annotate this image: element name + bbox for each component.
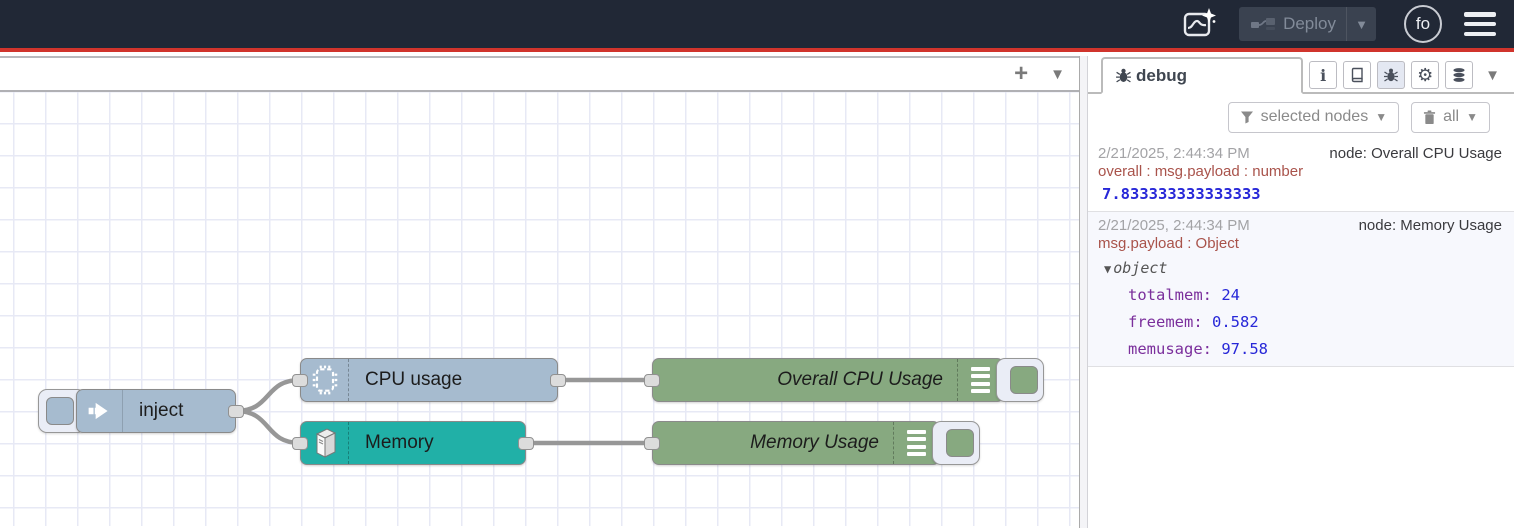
sidebar-config-button[interactable]: ⚙ — [1411, 61, 1440, 89]
menu-bar-icon — [1464, 31, 1496, 36]
flow-editor: + ▼ — [0, 56, 1080, 528]
main-menu-button[interactable] — [1464, 12, 1496, 36]
bug-icon — [1116, 68, 1131, 83]
flow-assistant-button[interactable] — [1179, 4, 1219, 44]
chevron-down-icon: ▼ — [1466, 110, 1478, 124]
message-property: msg.payload : Object — [1098, 235, 1239, 252]
wire-inject-cpu[interactable] — [235, 377, 301, 414]
entry-key: totalmem: — [1128, 286, 1212, 304]
sidebar-tabbar: debug i — [1088, 56, 1514, 94]
debug-message-list: 2/21/2025, 2:44:34 PM node: Overall CPU … — [1088, 140, 1514, 528]
flow-assistant-icon — [1183, 8, 1217, 37]
user-avatar[interactable]: fo — [1404, 5, 1442, 43]
menu-bar-icon — [1464, 21, 1496, 27]
sidebar-help-button[interactable] — [1343, 61, 1372, 89]
debug-toggle-square — [946, 429, 974, 457]
debug-clear-button[interactable]: all ▼ — [1411, 101, 1490, 133]
database-icon — [1453, 68, 1465, 82]
port-memory-input[interactable] — [292, 436, 308, 450]
inject-trigger-square — [46, 397, 74, 425]
flow-list-caret-icon[interactable]: ▼ — [1050, 65, 1065, 83]
port-debug-cpu-input[interactable] — [644, 373, 660, 387]
avatar-initials: fo — [1415, 14, 1431, 33]
flow-canvas[interactable]: inject CPU usage — [0, 92, 1079, 526]
chevron-down-icon: ▼ — [1375, 110, 1388, 124]
debug-toggle-button-cpu[interactable] — [996, 358, 1044, 402]
node-debug-memory[interactable]: Memory Usage — [652, 421, 940, 465]
deploy-icon — [1251, 18, 1276, 30]
entry-value: 97.58 — [1221, 340, 1269, 358]
message-property: overall : msg.payload : number — [1098, 163, 1304, 180]
inject-trigger-button[interactable] — [38, 389, 86, 433]
bug-icon — [1384, 68, 1399, 82]
port-cpu-output[interactable] — [550, 373, 566, 387]
debug-toggle-square — [1010, 366, 1038, 394]
message-node-name: node: Memory Usage — [1358, 217, 1502, 234]
object-type-label: object — [1113, 259, 1168, 277]
trash-icon — [1424, 110, 1436, 124]
debug-clear-label: all — [1443, 108, 1460, 125]
inject-arrow-icon — [88, 402, 108, 420]
debug-filter-label: selected nodes — [1260, 108, 1369, 125]
message-node-name: node: Overall CPU Usage — [1329, 145, 1502, 162]
object-row: ▼object — [1098, 259, 1502, 277]
cpu-chip-icon — [312, 365, 337, 395]
debug-toolbar: selected nodes ▼ all ▼ — [1088, 94, 1514, 140]
computer-tower-icon — [315, 428, 336, 458]
debug-message[interactable]: 2/21/2025, 2:44:34 PM node: Memory Usage… — [1088, 212, 1514, 367]
sidebar-context-button[interactable] — [1445, 61, 1474, 89]
node-label: inject — [139, 400, 184, 421]
collapse-caret-icon[interactable]: ▼ — [1104, 262, 1112, 276]
entry-value: 24 — [1221, 286, 1241, 304]
sidebar-debug-button[interactable] — [1377, 61, 1406, 89]
message-value: 7.833333333333333 — [1102, 185, 1261, 203]
port-memory-output[interactable] — [518, 436, 534, 450]
tab-debug[interactable]: debug — [1101, 57, 1303, 94]
node-cpu-usage[interactable]: CPU usage — [300, 358, 558, 402]
node-label: Memory Usage — [750, 432, 879, 453]
entry-key: freemem: — [1128, 313, 1203, 331]
message-timestamp: 2/21/2025, 2:44:34 PM — [1098, 145, 1250, 162]
entry-value: 0.582 — [1212, 313, 1259, 331]
add-flow-button[interactable]: + — [1014, 60, 1029, 87]
port-inject-output[interactable] — [228, 404, 244, 418]
debug-output-icon — [907, 430, 926, 456]
node-debug-overall-cpu[interactable]: Overall CPU Usage — [652, 358, 1004, 402]
app-header: Deploy ▼ fo — [0, 0, 1514, 52]
entry-key: memusage: — [1128, 340, 1212, 358]
main-area: + ▼ — [0, 56, 1514, 528]
right-sidebar: debug i — [1080, 56, 1514, 528]
sidebar-tabs-caret-icon[interactable]: ▼ — [1485, 66, 1500, 84]
node-label: Memory — [365, 432, 434, 453]
debug-message[interactable]: 2/21/2025, 2:44:34 PM node: Overall CPU … — [1088, 140, 1514, 212]
object-entry: freemem: 0.582 — [1098, 313, 1502, 331]
deploy-button[interactable]: Deploy ▼ — [1239, 7, 1376, 41]
tab-debug-label: debug — [1136, 65, 1187, 85]
menu-bar-icon — [1464, 12, 1496, 17]
deploy-options-caret[interactable]: ▼ — [1346, 7, 1376, 41]
debug-toggle-button-memory[interactable] — [932, 421, 980, 465]
node-label: Overall CPU Usage — [777, 369, 943, 390]
wire-inject-memory[interactable] — [235, 408, 301, 446]
port-cpu-input[interactable] — [292, 373, 308, 387]
node-memory[interactable]: Memory — [300, 421, 526, 465]
node-label: CPU usage — [365, 369, 463, 390]
node-inject[interactable]: inject — [76, 389, 236, 433]
debug-output-icon — [971, 367, 990, 393]
port-debug-memory-input[interactable] — [644, 436, 660, 450]
sidebar-splitter[interactable] — [1080, 56, 1088, 528]
sidebar-info-button[interactable]: i — [1309, 61, 1338, 89]
workspace-tabbar: + ▼ — [0, 56, 1079, 92]
gear-icon: ⚙ — [1417, 65, 1434, 85]
object-entry: memusage: 97.58 — [1098, 340, 1502, 358]
message-timestamp: 2/21/2025, 2:44:34 PM — [1098, 217, 1250, 234]
wires-layer — [235, 377, 652, 446]
funnel-icon — [1240, 111, 1253, 124]
book-icon — [1351, 67, 1363, 83]
info-icon: i — [1320, 65, 1327, 85]
object-entry: totalmem: 24 — [1098, 286, 1502, 304]
deploy-label: Deploy — [1283, 14, 1336, 33]
debug-filter-button[interactable]: selected nodes ▼ — [1227, 101, 1400, 133]
